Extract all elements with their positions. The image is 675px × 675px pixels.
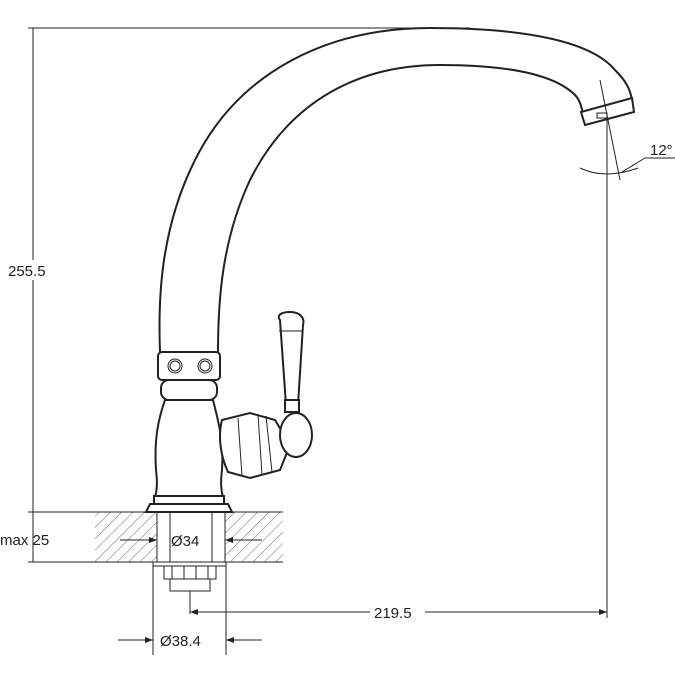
reach-dimension	[190, 118, 608, 618]
counter-thickness-dimension	[28, 512, 95, 563]
base-diameter-dimension	[118, 566, 262, 655]
angle-label: 12°	[650, 142, 673, 159]
spout	[158, 26, 636, 353]
faucet-body	[144, 351, 234, 513]
base-diameter-label: Ø38.4	[160, 633, 201, 650]
height-label: 255.5	[8, 263, 46, 280]
counter-slab	[95, 511, 283, 563]
angle-dimension	[579, 79, 675, 181]
height-dimension	[4, 27, 470, 513]
mounting-nut	[152, 561, 227, 614]
lever-handle	[219, 310, 313, 480]
counter-thickness-label: max 25	[0, 532, 49, 549]
reach-label: 219.5	[374, 605, 412, 622]
hole-diameter-label: Ø34	[171, 533, 199, 550]
